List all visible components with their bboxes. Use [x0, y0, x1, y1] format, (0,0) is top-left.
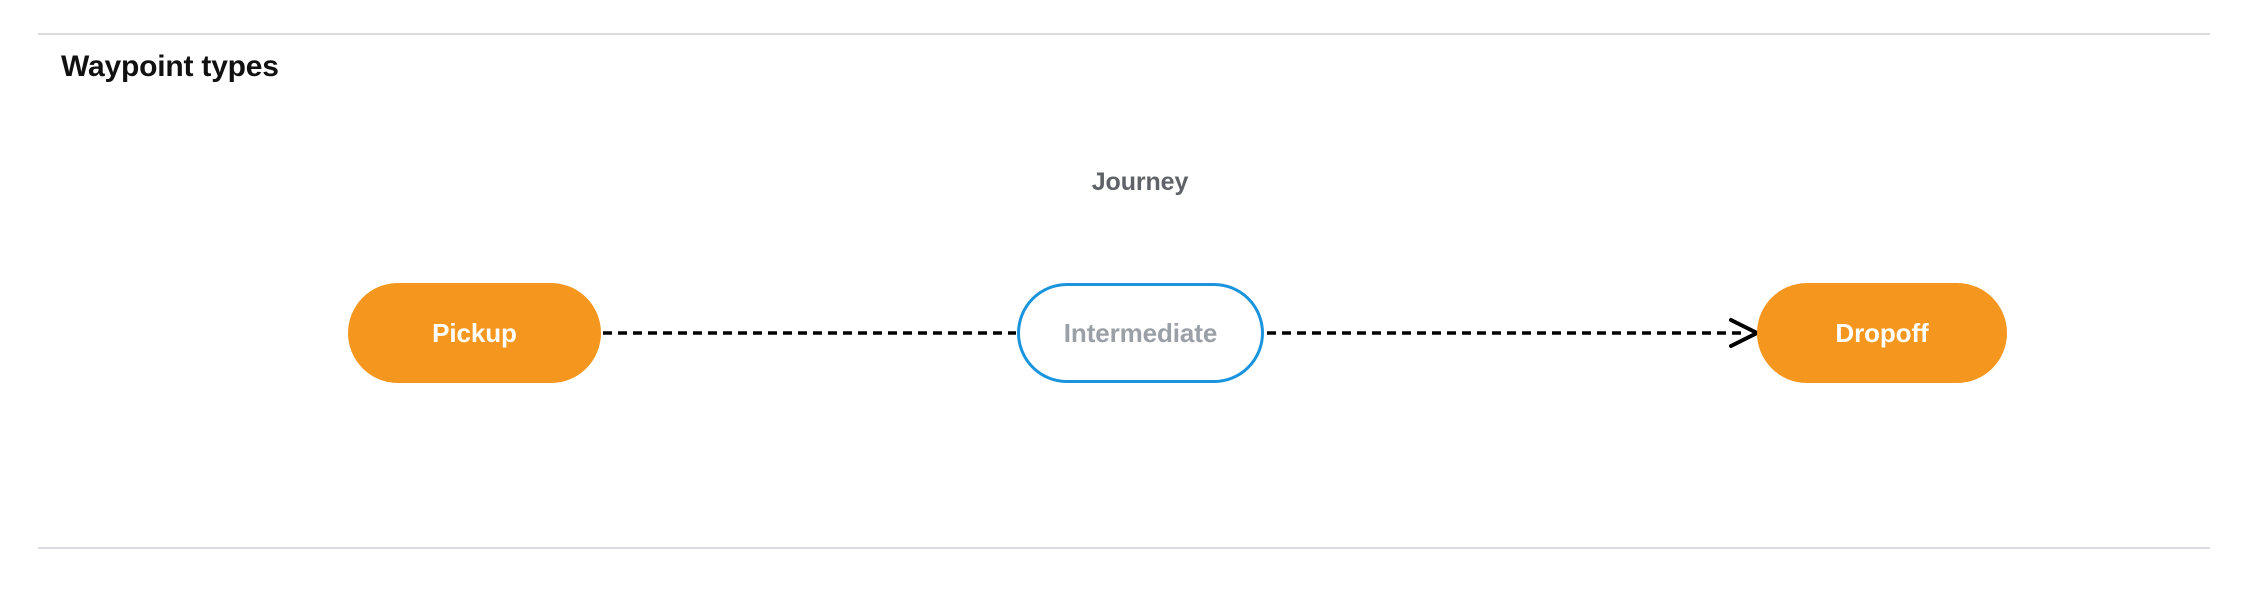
- node-dropoff-label: Dropoff: [1835, 318, 1929, 348]
- arrowhead-icon: [1729, 318, 1762, 348]
- section-divider-top: [38, 33, 2210, 35]
- node-pickup-label: Pickup: [432, 318, 517, 348]
- section-divider-bottom: [38, 547, 2210, 549]
- page-title: Waypoint types: [61, 50, 279, 83]
- node-pickup[interactable]: Pickup: [348, 283, 601, 383]
- node-intermediate-label: Intermediate: [1063, 318, 1218, 348]
- node-dropoff[interactable]: Dropoff: [1757, 283, 2007, 383]
- node-intermediate[interactable]: Intermediate: [1017, 283, 1264, 383]
- journey-group-label: Journey: [1091, 168, 1189, 196]
